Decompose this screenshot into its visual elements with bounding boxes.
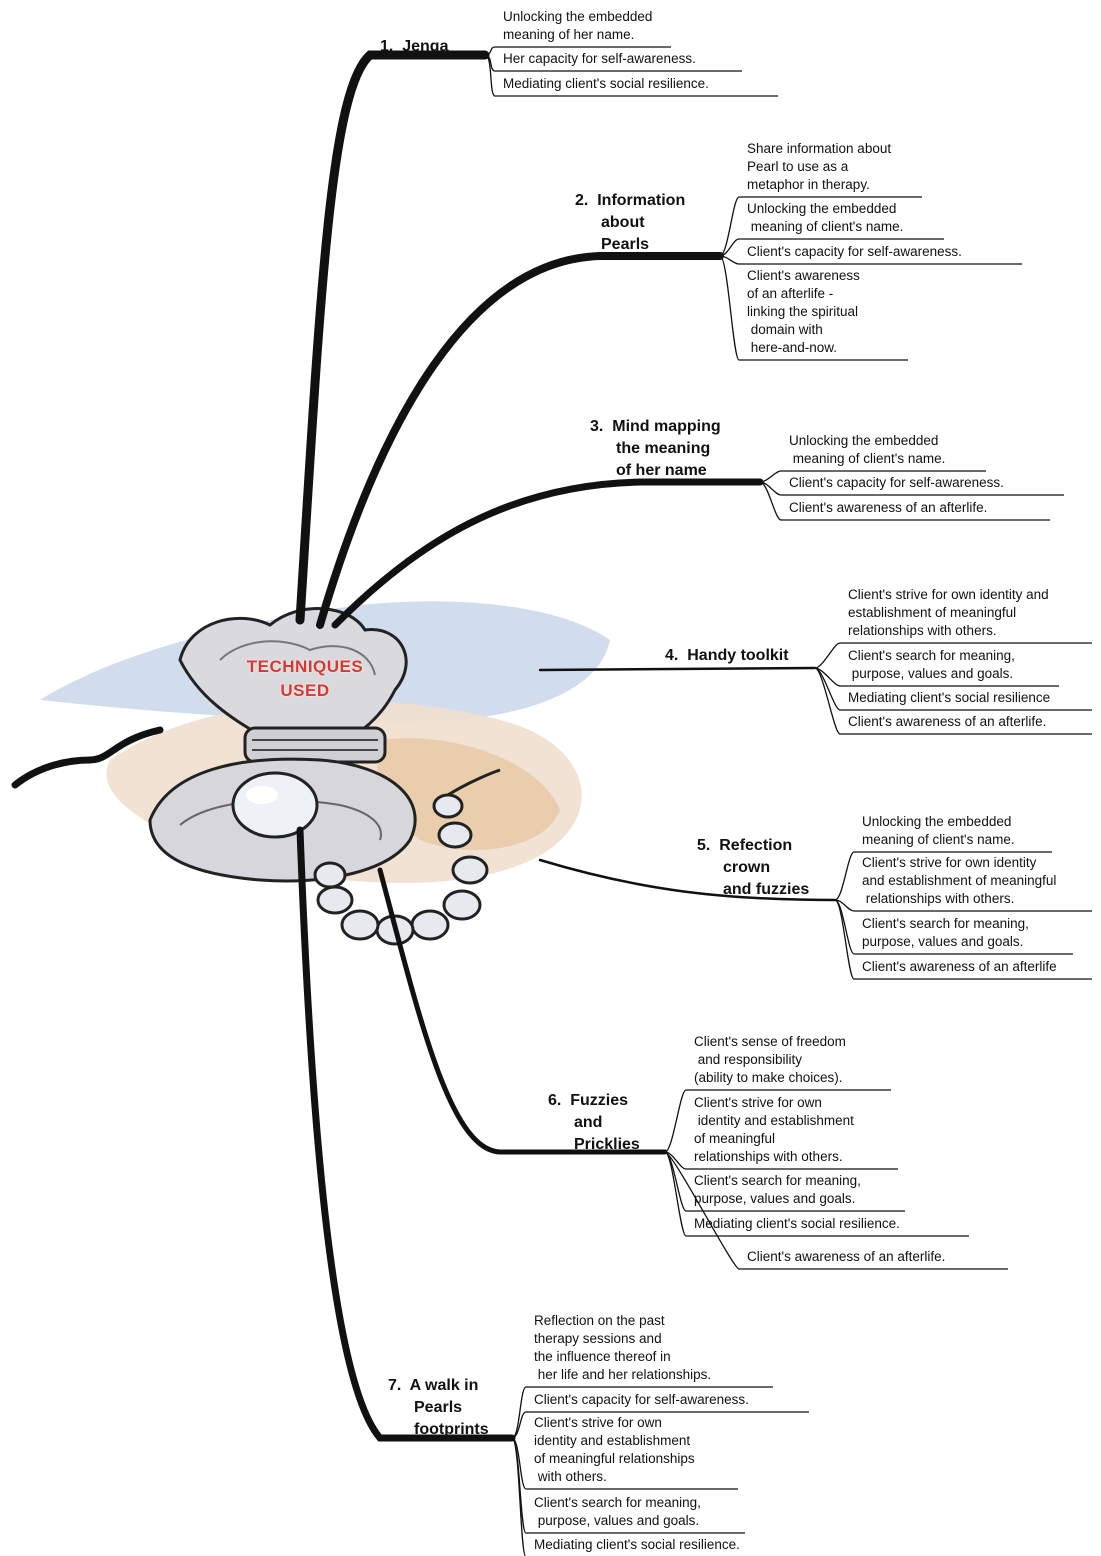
oyster-hinge <box>245 728 385 762</box>
branch-6-leaf-2: Client's strive for own identity and est… <box>694 1094 854 1166</box>
branch-6-title-line: 6. Fuzzies <box>548 1090 640 1112</box>
branch-5-title-line: crown <box>697 857 809 879</box>
branch-3-leaf-3: Client's awareness of an afterlife. <box>789 499 987 517</box>
branch-7-leaf-5: Mediating client's social resilience. <box>534 1536 740 1554</box>
branch-1-title-line: 1. Jenga <box>380 36 448 58</box>
branch-1 <box>300 47 778 620</box>
branch-2 <box>320 197 1022 625</box>
branch-2-title-line: 2. Information <box>575 190 685 212</box>
center-label-line2: USED <box>210 679 400 703</box>
branch-7-leaf-2: Client's capacity for self-awareness. <box>534 1391 749 1409</box>
branch-4-leaf-1: Client's strive for own identity and est… <box>848 586 1049 640</box>
branch-2-title-line: about <box>575 212 685 234</box>
branch-7-leaf-1: Reflection on the past therapy sessions … <box>534 1312 711 1384</box>
branch-3-leaf-2: Client's capacity for self-awareness. <box>789 474 1004 492</box>
center-label: TECHNIQUES USED <box>210 655 400 703</box>
branch-3-title-line: the meaning <box>590 438 721 460</box>
branch-3-leaf-1: Unlocking the embedded meaning of client… <box>789 432 945 468</box>
branch-5-title-line: 5. Refection <box>697 835 809 857</box>
branch-2-leaf-1: Share information about Pearl to use as … <box>747 140 891 194</box>
branch-6-title-line: Pricklies <box>548 1134 640 1156</box>
branch-7-title-line: footprints <box>388 1419 489 1441</box>
branch-2-leaf-4: Client's awareness of an afterlife - lin… <box>747 267 860 357</box>
branch-5-leaf-3: Client's search for meaning, purpose, va… <box>862 915 1029 951</box>
branch-4-title-line: 4. Handy toolkit <box>665 645 789 667</box>
branch-2-leaf-2: Unlocking the embedded meaning of client… <box>747 200 903 236</box>
branch-6-leaf-3: Client's search for meaning, purpose, va… <box>694 1172 861 1208</box>
branch-7-leaf-3: Client's strive for own identity and est… <box>534 1414 695 1486</box>
branch-4-title: 4. Handy toolkit <box>665 645 789 667</box>
branch-1-leaf-2: Her capacity for self-awareness. <box>503 50 696 68</box>
branch-7-title-line: Pearls <box>388 1397 489 1419</box>
branch-2-leaf-3: Client's capacity for self-awareness. <box>747 243 962 261</box>
center-label-line1: TECHNIQUES <box>210 655 400 679</box>
branch-5-leaf-2: Client's strive for own identity and est… <box>862 854 1056 908</box>
branch-2-title-line: Pearls <box>575 234 685 256</box>
oyster-illustration <box>15 601 610 944</box>
branch-6-title-line: and <box>548 1112 640 1134</box>
branch-1-leaf-3: Mediating client's social resilience. <box>503 75 709 93</box>
branch-3-title-line: 3. Mind mapping <box>590 416 721 438</box>
branch-6-leaf-1: Client's sense of freedom and responsibi… <box>694 1033 846 1087</box>
pearl <box>233 773 317 837</box>
branch-4-leaf-3: Mediating client's social resilience <box>848 689 1050 707</box>
branch-6-leaf-5: Client's awareness of an afterlife. <box>747 1248 945 1266</box>
branch-7-leaf-4: Client's search for meaning, purpose, va… <box>534 1494 701 1530</box>
pearl-highlight <box>246 786 278 804</box>
branch-6-leaf-4: Mediating client's social resilience. <box>694 1215 900 1233</box>
branch-4-leaf-4: Client's awareness of an afterlife. <box>848 713 1046 731</box>
branch-5-title-line: and fuzzies <box>697 879 809 901</box>
branch-5-leaf-4: Client's awareness of an afterlife <box>862 958 1057 976</box>
branch-1-title: 1. Jenga <box>380 36 448 58</box>
branch-7-title-line: 7. A walk in <box>388 1375 489 1397</box>
branch-5-leaf-1: Unlocking the embedded meaning of client… <box>862 813 1015 849</box>
branch-3-title-line: of her name <box>590 460 721 482</box>
branch-4-leaf-2: Client's search for meaning, purpose, va… <box>848 647 1015 683</box>
branch-1-leaf-1: Unlocking the embedded meaning of her na… <box>503 8 652 44</box>
